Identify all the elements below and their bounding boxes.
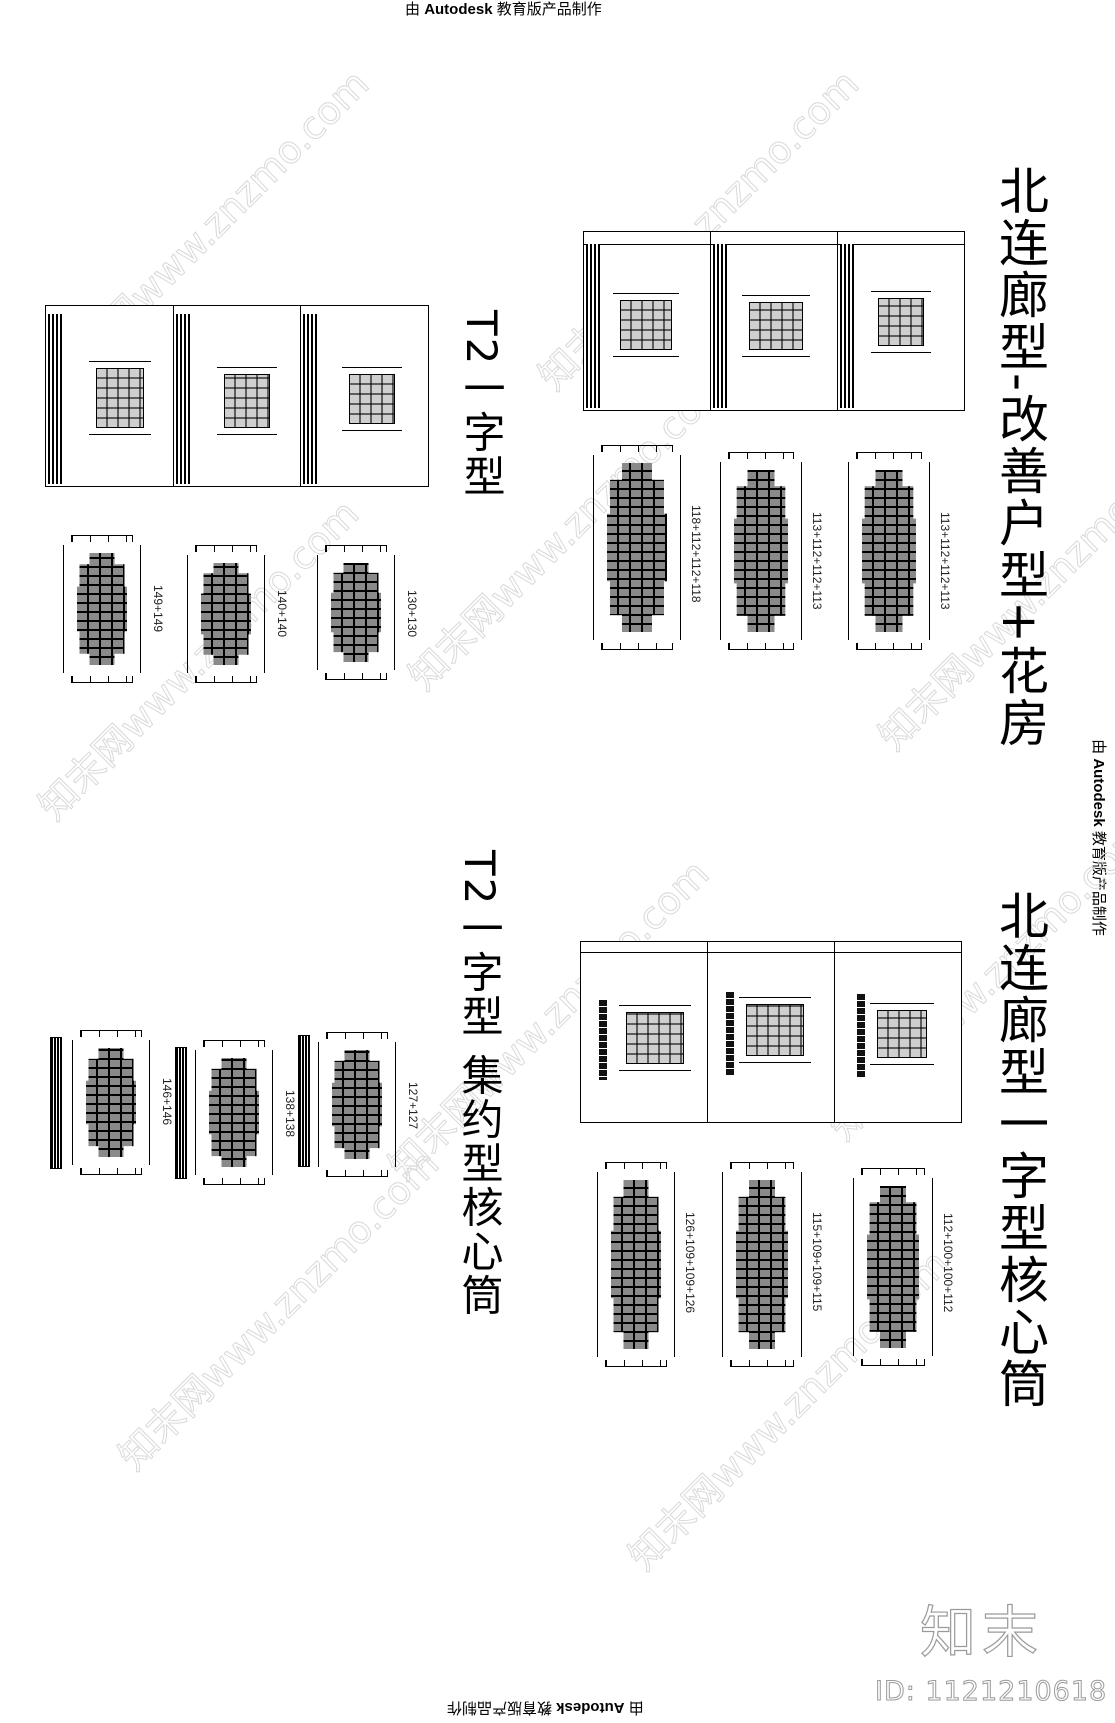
plan-label: 130+130 [405,590,419,638]
building-plan: 118+112+112+118 [593,445,703,650]
unit-frame [708,942,835,1122]
plan-label: 113+112+112+113 [938,512,952,610]
section-bars [50,1037,62,1169]
unit-plan-drawing [871,291,931,353]
section-bars [298,1035,310,1167]
unit-frame [711,232,838,410]
unit-frame-group-2 [45,305,429,487]
unit-frame-group-4 [580,941,962,1123]
unit-frame [581,942,708,1122]
plan-label: 127+127 [406,1082,420,1130]
building-plan: 127+127 [318,1032,420,1177]
unit-plan-drawing [619,1005,691,1071]
plan-label: 146+146 [160,1078,174,1126]
unit-plan-drawing [739,997,811,1063]
plan-label: 149+149 [151,585,165,633]
unit-plan-drawing [342,367,403,431]
unit-frame-group-1 [583,231,965,411]
plan-label: 126+109+109+126 [683,1212,697,1314]
autodesk-stamp-right: 由 Autodesk 教育版产品制作 [1089,739,1107,936]
plan-label: 115+109+109+115 [810,1212,824,1312]
unit-frame [838,232,964,410]
building-plan: 140+140 [187,545,289,683]
unit-plan-drawing [870,1003,934,1065]
autodesk-stamp-top: 由 Autodesk 教育版产品制作 [405,1,602,18]
building-plan: 149+149 [63,535,165,683]
brand-logo: 知末 [919,1600,1044,1666]
brand-id: ID: 1121210618 [874,1676,1108,1708]
building-plan: 126+109+109+126 [597,1162,697,1367]
building-plan: 113+112+112+113 [848,452,952,650]
section-bars [175,1047,187,1179]
building-plan: 138+138 [195,1040,297,1185]
unit-frame [174,306,302,486]
unit-frame [584,232,711,410]
unit-frame [301,306,428,486]
section-title-north-corridor-linear: 北连廊型一字型核心筒 [991,890,1049,1410]
watermark: 知末网www.znzmo.com [110,1141,448,1479]
unit-plan-drawing [216,367,277,435]
building-plan: 130+130 [317,545,419,680]
unit-plan-drawing [613,293,679,357]
building-plan: 113+112+112+113 [720,452,824,650]
unit-frame [835,942,961,1122]
unit-plan-drawing [89,361,151,435]
unit-plan-drawing [742,295,810,357]
section-title-t2-linear: T2一字型 [457,310,506,499]
plan-label: 113+112+112+113 [810,512,824,610]
plan-label: 140+140 [275,590,289,638]
building-plan: 146+146 [72,1030,174,1175]
building-plan: 115+109+109+115 [722,1162,824,1367]
section-title-north-corridor-improved: 北连廊型-改善户型+花房 [991,165,1049,749]
section-title-t2-linear-compact: T2一字型 集约型核心筒 [455,850,504,1318]
plan-label: 112+100+100+112 [941,1213,955,1313]
unit-frame [46,306,174,486]
plan-label: 118+112+112+118 [689,505,703,603]
building-plan: 112+100+100+112 [853,1168,955,1366]
autodesk-stamp-bottom: 由 Autodesk 教育版产品制作 [447,1699,644,1716]
plan-label: 138+138 [283,1090,297,1138]
